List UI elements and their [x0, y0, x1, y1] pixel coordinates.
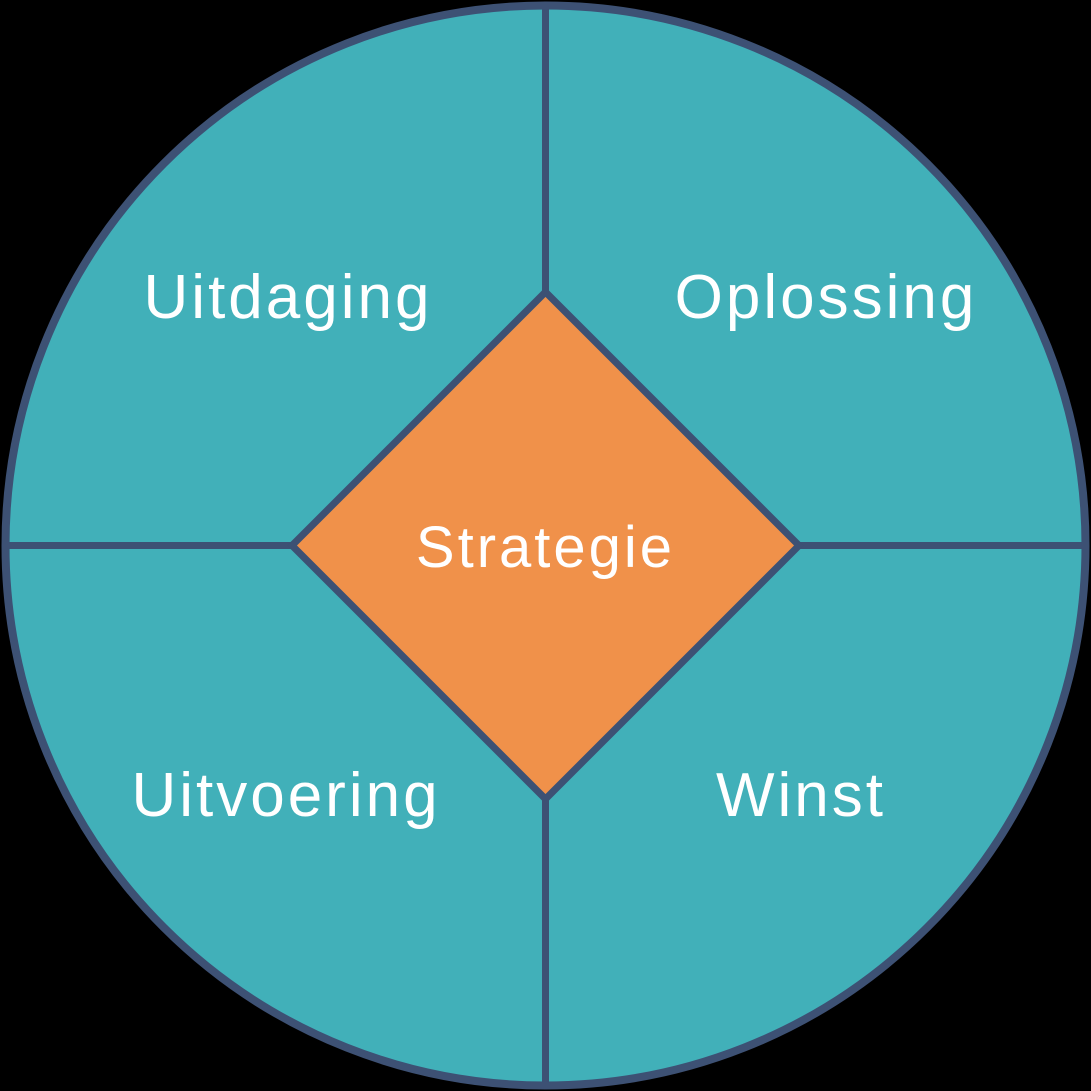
- quadrant-label-top-left: Uitdaging: [144, 263, 433, 332]
- quadrant-label-bottom-right: Winst: [716, 761, 886, 830]
- center-diamond-outline: [287, 287, 804, 804]
- quadrant-label-top-right: Oplossing: [675, 263, 978, 332]
- center-label: Strategie: [416, 515, 675, 580]
- quadrant-label-bottom-left: Uitvoering: [131, 761, 440, 830]
